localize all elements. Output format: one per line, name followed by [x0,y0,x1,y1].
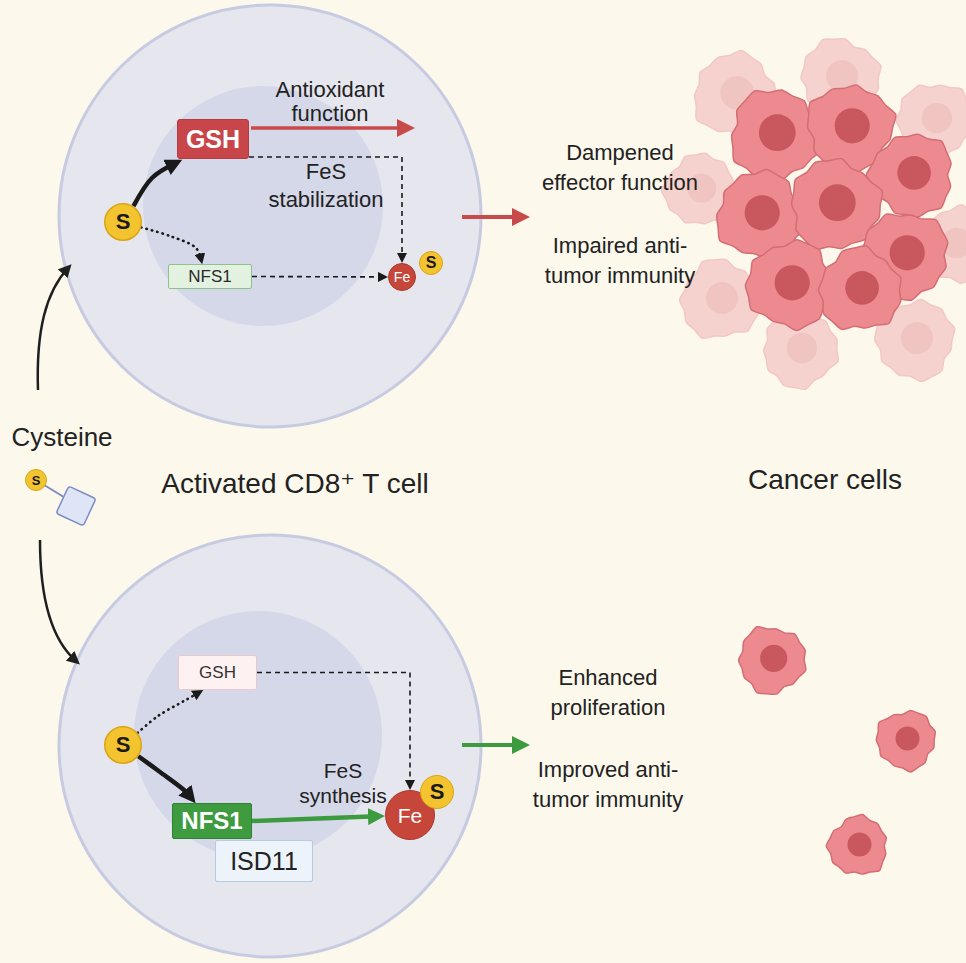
cancer-cell-membrane [826,814,886,874]
cancer-cell-membrane [876,710,935,772]
node-label: S [426,255,437,271]
connector-label: FeS stabilization [251,158,401,214]
connector-arrow [133,164,174,207]
cancer-cell-membrane [739,627,806,695]
annotation-text: Activated CD8⁺ T cell [115,466,475,502]
connector-arrow [138,756,190,797]
cancer-cell [739,627,806,695]
node-outline-circle [420,252,443,275]
cancer-cell-membrane [818,246,901,330]
sulfur-atom: S [104,726,142,764]
node-outline-circle [26,470,47,491]
node-label: Fe [398,805,423,826]
metabolite-box: GSH [178,655,257,690]
connector-arrow [141,227,201,259]
node-outline-circle [389,264,416,291]
node-outline-circle [105,204,142,241]
cancer-cell-nucleus [897,156,931,190]
cysteine-backbone [56,486,96,526]
enzyme-box: NFS1 [168,264,252,289]
annotation-text: Cancer cells [705,462,945,498]
antioxidant-arrow [251,126,406,130]
cancer-cell-nucleus [922,103,952,133]
t-cell-body [59,5,481,427]
cancer-cell [826,814,886,874]
cancer-cell-nucleus [835,108,870,143]
iron-atom: Fe [388,263,416,291]
node-label: ISD11 [230,849,298,874]
annotation-text: Enhanced proliferation [523,663,693,723]
connector-arrow [249,157,402,258]
metabolite-box: GSH [177,119,249,159]
cancer-cell-nucleus [848,833,872,857]
cancer-cell-nucleus [819,184,856,221]
node-label: GSH [199,664,236,681]
cancer-cell-nucleus [745,195,780,230]
annotation-text: Antioxidant function [255,78,405,126]
node-outline-circle [421,776,454,809]
sulfur-atom: S [25,469,47,491]
cancer-cell-nucleus [759,114,796,151]
cancer-cell [818,246,901,330]
cancer-cell-nucleus [896,727,920,751]
cofactor-box: ISD11 [215,840,313,882]
annotation-text: Dampened effector function [535,138,705,198]
cancer-cell-nucleus [775,265,810,300]
node-label: S [116,211,131,233]
cancer-cell-nucleus [901,322,933,354]
t-cell-body [59,535,481,957]
annotation-text: Impaired anti-tumor immunity [535,231,705,291]
cancer-cell-nucleus [706,282,738,314]
cancer-cell-nucleus [787,333,817,363]
node-label: GSH [186,127,240,152]
connector-label: FeS synthesis [288,758,398,808]
connector-arrow [252,816,377,821]
node-outline-circle [105,727,142,764]
uptake-arrow [38,268,68,390]
connector-arrow [252,276,383,278]
annotation-text: Improved anti-tumor immunity [523,755,693,815]
annotation-text: Cysteine [0,421,124,453]
cancer-cell-nucleus [890,235,925,270]
sulfur-atom: S [104,203,142,241]
cancer-cell-group [661,39,966,874]
enzyme-box: NFS1 [172,803,252,839]
sulfur-atom: S [420,775,454,809]
t-cell-nucleus [134,611,382,859]
node-label: S [32,474,41,487]
cancer-cell-nucleus [760,645,787,672]
node-label: NFS1 [188,268,231,285]
cancer-cell [876,710,935,772]
outcome-arrow [462,215,521,219]
node-label: NFS1 [181,809,242,833]
cancer-cell-nucleus [845,271,879,305]
node-label: Fe [394,270,410,284]
uptake-arrow [40,540,76,661]
connector-arrow [138,693,199,733]
outcome-arrow [462,743,521,747]
sulfur-atom: S [419,251,443,275]
node-label: S [116,734,131,756]
node-label: S [430,781,445,803]
